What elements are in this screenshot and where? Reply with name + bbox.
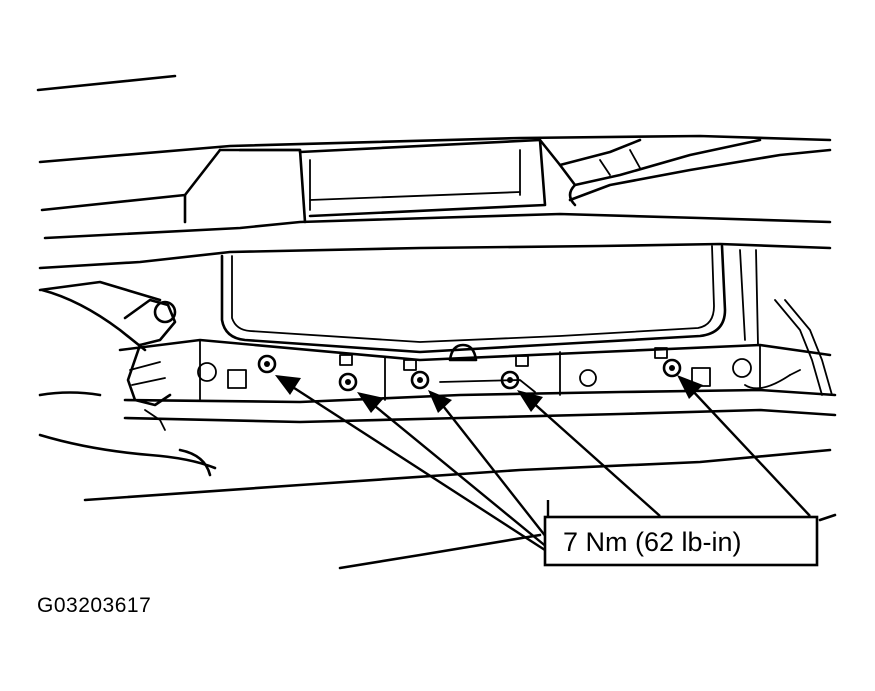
fastener-bolt-3 (410, 370, 430, 390)
fastener-group (257, 354, 682, 392)
leader-arrow-4 (517, 390, 661, 517)
leader-arrow-5 (677, 375, 811, 517)
torque-label: 7 Nm (62 lb-in) (563, 527, 742, 557)
torque-callout: 7 Nm (62 lb-in) (543, 515, 819, 567)
fastener-bolt-1 (257, 354, 277, 374)
upper-trim-line (36, 74, 177, 92)
leader-arrow-3 (428, 390, 551, 543)
instrument-panel-lower (38, 242, 837, 570)
figure-id: G03203617 (37, 594, 152, 617)
fastener-bolt-4 (500, 370, 520, 390)
instrument-panel-upper (38, 134, 832, 240)
leader-lines (275, 375, 811, 554)
leader-arrow-1 (275, 375, 549, 554)
fastener-bolt-5 (662, 358, 682, 378)
leader-arrow-2 (357, 392, 549, 549)
fastener-bolt-2 (338, 372, 358, 392)
